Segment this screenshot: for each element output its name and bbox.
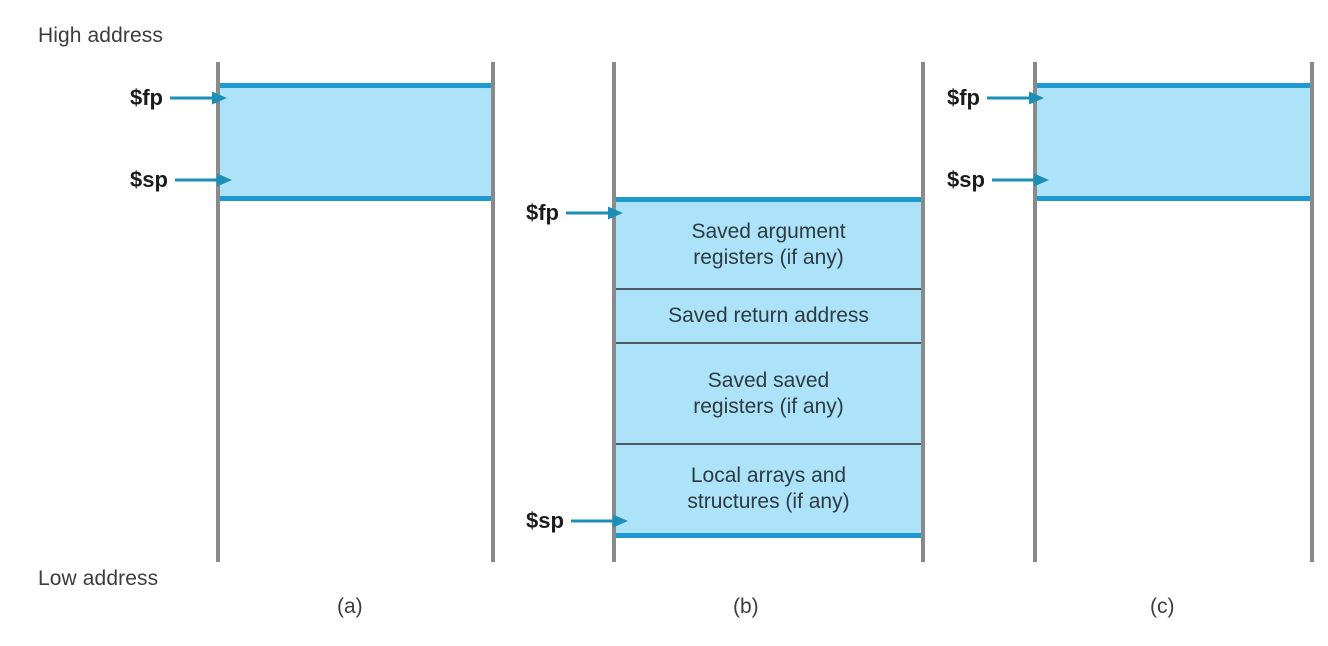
panel-b-segment-local-arrays-and-structures: Local arrays and structures (if any): [616, 445, 921, 533]
panel-b-segment-saved-saved-registers: Saved saved registers (if any): [616, 344, 921, 445]
segment-line-1: Local arrays and: [690, 464, 847, 488]
segment-line-2: registers (if any): [693, 246, 844, 269]
panel-b-sp-label: $sp: [526, 508, 564, 533]
arrow-right-icon: [987, 91, 1044, 105]
panel-c-right-rule: [1310, 62, 1314, 562]
panel-c-left-rule: [1033, 62, 1037, 562]
panel-a-fp-label: $fp: [130, 85, 163, 110]
segment-line-1: Saved return address: [668, 304, 869, 328]
segment-line-2: registers (if any): [693, 394, 844, 418]
segment-label: Local arrays and structures (if any): [681, 463, 855, 514]
segment-label: Saved argument registers (if any): [685, 219, 851, 270]
panel-a-caption: (a): [337, 595, 363, 618]
arrow-right-icon: [174, 173, 232, 187]
panel-b-fp-label: $fp: [526, 200, 559, 225]
panel-a-fp-pointer: $fp: [130, 85, 228, 111]
panel-b-segment-saved-argument-registers: Saved argument registers (if any): [616, 202, 921, 290]
arrow-right-icon: [170, 91, 227, 105]
panel-b-right-rule: [921, 62, 925, 562]
panel-b-stack-frame: Saved argument registers (if any) Saved …: [616, 197, 921, 538]
panel-a-left-rule: [216, 62, 220, 562]
arrow-right-icon: [991, 173, 1049, 187]
segment-line-1: Saved argument: [691, 220, 846, 244]
panel-c-caption: (c): [1150, 595, 1175, 618]
panel-b-sp-pointer: $sp: [526, 508, 629, 534]
panel-b-fp-pointer: $fp: [526, 200, 624, 226]
panel-c-sp-label: $sp: [947, 167, 985, 192]
segment-line-1: Saved saved: [707, 368, 830, 392]
arrow-right-icon: [570, 514, 628, 528]
panel-b-segment-saved-return-address: Saved return address: [616, 290, 921, 344]
panel-a-stack-block: [220, 83, 491, 201]
panel-b-caption: (b): [733, 595, 759, 618]
panel-c-fp-label: $fp: [947, 85, 980, 110]
segment-line-2: structures (if any): [687, 490, 850, 513]
segment-label: Saved saved registers (if any): [687, 368, 850, 419]
panel-a-right-rule: [491, 62, 495, 562]
high-address-label: High address: [38, 24, 163, 47]
panel-a-sp-label: $sp: [130, 167, 168, 192]
panel-b-left-rule: [612, 62, 616, 562]
arrow-right-icon: [566, 206, 623, 220]
panel-a-sp-pointer: $sp: [130, 167, 233, 193]
panel-c-fp-pointer: $fp: [947, 85, 1045, 111]
low-address-label: Low address: [38, 567, 159, 590]
panel-c-stack-block: [1037, 83, 1310, 201]
segment-label: Saved return address: [662, 303, 875, 329]
panel-c-sp-pointer: $sp: [947, 167, 1050, 193]
